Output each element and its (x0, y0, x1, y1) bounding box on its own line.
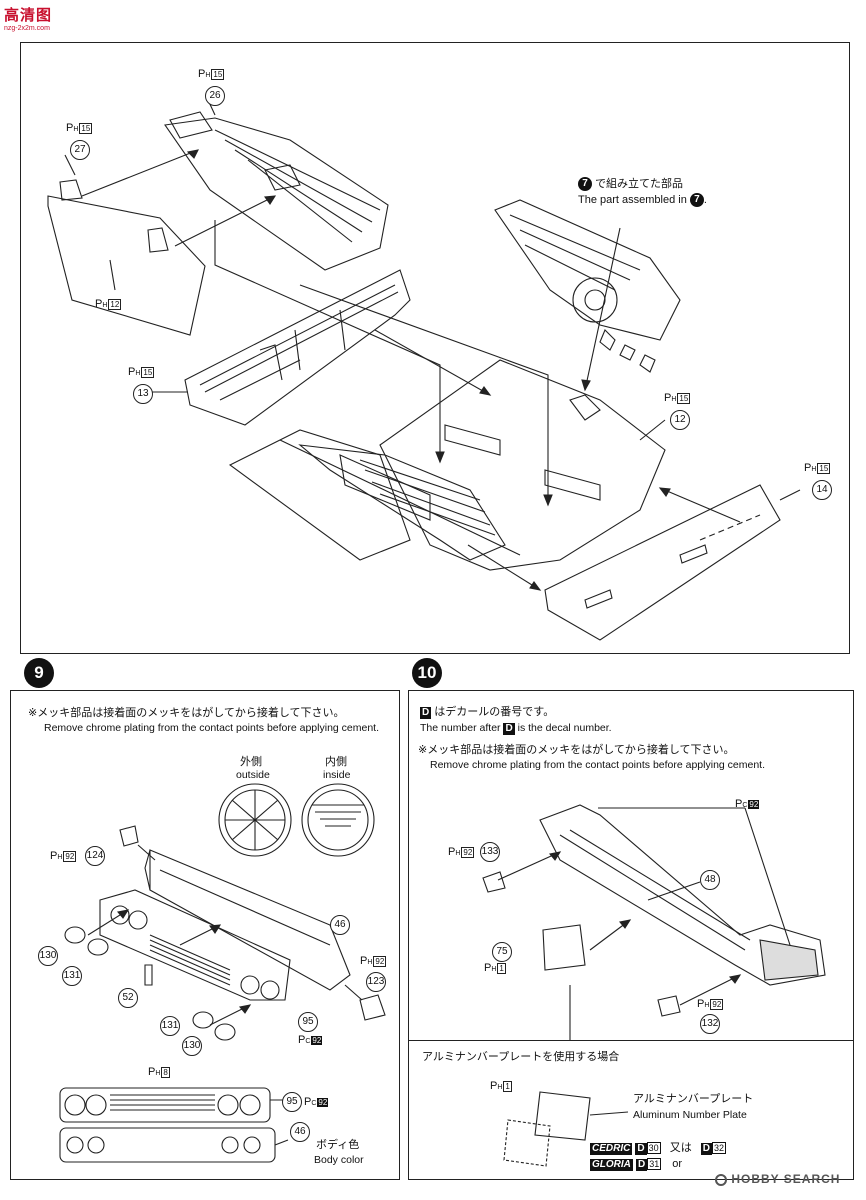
decal-note-en: The number after D is the decal number. (420, 722, 612, 735)
alum-plate-title: アルミナンバープレートを使用する場合 (422, 1051, 620, 1063)
step10-frame (408, 690, 854, 1180)
step7-callout-en: The part assembled in 7. (578, 193, 707, 208)
outside-label-jp: 外側 (240, 756, 262, 768)
outside-label-en: outside (236, 769, 270, 781)
watermark-logo: 高清图 nzg-2x2m.com (4, 4, 74, 44)
part-131-b: 131 (160, 1016, 180, 1036)
step7-marker-2: 7 (689, 193, 704, 208)
alum-plate-en: Aluminum Number Plate (633, 1109, 747, 1121)
part-46: 46 (330, 915, 350, 935)
part-13: 13 (133, 384, 153, 404)
step7-marker: 7 (578, 177, 592, 192)
step10-number: 10 (412, 658, 442, 688)
step8-frame (20, 42, 850, 654)
watermark-sub: nzg-2x2m.com (4, 25, 50, 32)
part-131: 131 (62, 966, 82, 986)
step9-number: 9 (24, 658, 54, 688)
part-133: 133 (480, 842, 500, 862)
step10-note-en: Remove chrome plating from the contact p… (430, 759, 766, 771)
part-14: 14 (812, 480, 832, 500)
step10-divider (408, 1040, 854, 1041)
body-color-en: Body color (314, 1154, 364, 1166)
part-132: 132 (700, 1014, 720, 1034)
part-130: 130 (38, 946, 58, 966)
alum-plate-jp: アルミナンバープレート (633, 1093, 754, 1105)
body-color-jp: ボディ色 (316, 1139, 360, 1151)
part-75: 75 (492, 942, 512, 962)
gloria-badge: GLORIA (590, 1159, 633, 1171)
inside-label-jp: 内側 (325, 756, 347, 768)
part-26: 26 (205, 86, 225, 106)
part-130-b: 130 (182, 1036, 202, 1056)
part-48: 48 (700, 870, 720, 890)
part-123: 123 (366, 972, 386, 992)
watermark-text: 高清图 (4, 7, 53, 24)
part-46-b: 46 (290, 1122, 310, 1142)
or-en: or (672, 1158, 683, 1170)
hobby-search-logo: HOBBY SEARCH (715, 1172, 840, 1186)
part-12: 12 (670, 410, 690, 430)
step7-callout-jp: 7 で組み立てた部品 (578, 177, 683, 192)
step10-note-jp: ※メッキ部品は接着面のメッキをはがしてから接着して下さい。 (418, 744, 735, 756)
part-124: 124 (85, 846, 105, 866)
decal-note-jp: D はデカールの番号です。 (420, 706, 555, 719)
or-jp: 又は (669, 1142, 692, 1154)
cedric-badge: CEDRIC (590, 1143, 633, 1155)
part-95-b: 95 (282, 1092, 302, 1112)
step9-note-en: Remove chrome plating from the contact p… (44, 722, 380, 734)
part-52: 52 (118, 988, 138, 1008)
inside-label-en: inside (323, 769, 351, 781)
part-95: 95 (298, 1012, 318, 1032)
hobby-search-icon (715, 1173, 727, 1186)
part-27: 27 (70, 140, 90, 160)
step9-frame (10, 690, 400, 1180)
step9-note-jp: ※メッキ部品は接着面のメッキをはがしてから接着して下さい。 (28, 707, 345, 719)
